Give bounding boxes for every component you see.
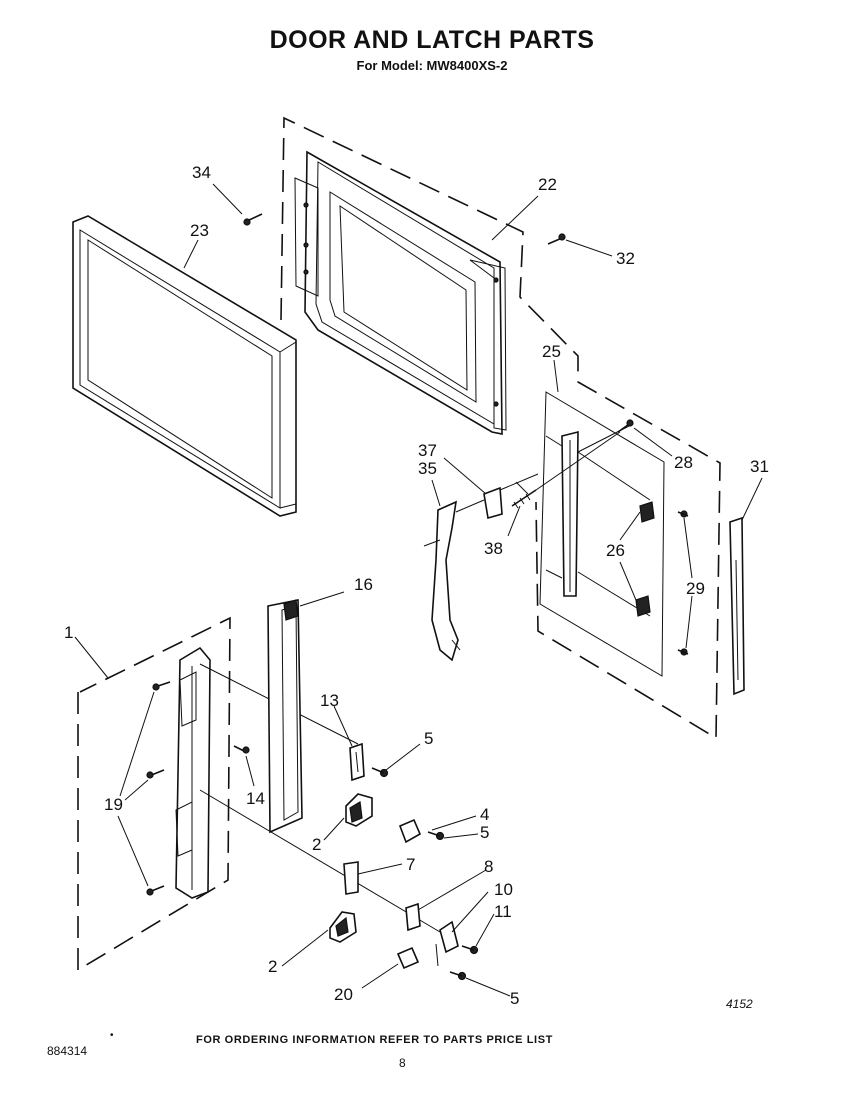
callout-25: 25 [542, 342, 561, 361]
callout-20: 20 [334, 985, 353, 1004]
screw-19-top [152, 681, 171, 691]
callout-5-lower: 5 [510, 989, 519, 1008]
callout-2-lower: 2 [268, 957, 277, 976]
seal-strip-31 [729, 516, 745, 696]
screw-11 [461, 945, 479, 955]
callout-2-upper: 2 [312, 835, 321, 854]
cover-plate-16 [267, 599, 303, 834]
latch-hook-37 [455, 473, 539, 520]
switch-4 [398, 818, 422, 844]
callout-23: 23 [190, 221, 209, 240]
callout-29: 29 [686, 579, 705, 598]
page-title: DOOR AND LATCH PARTS [269, 26, 595, 54]
callout-35: 35 [418, 459, 437, 478]
callout-34: 34 [192, 163, 211, 182]
figure-number: 4152 [726, 997, 753, 1011]
screw-34 [243, 213, 263, 226]
actuator-2-upper [345, 793, 373, 827]
callout-5-middle: 5 [480, 823, 489, 842]
callout-13: 13 [320, 691, 339, 710]
bracket-10 [435, 920, 459, 967]
callout-5-upper: 5 [424, 729, 433, 748]
actuator-2-lower [329, 911, 357, 943]
callout-1: 1 [64, 623, 73, 642]
clip-26-upper [639, 501, 655, 523]
clip-26-lower [635, 595, 651, 617]
latch-lever-35 [423, 500, 461, 662]
switch-8 [405, 902, 421, 932]
document-number: 884314 [47, 1044, 88, 1058]
callout-38: 38 [484, 539, 503, 558]
screw-5-lower [449, 971, 467, 981]
screw-28 [617, 419, 634, 433]
switch-13 [349, 742, 365, 782]
callout-7: 7 [406, 855, 415, 874]
lower-assembly-outline [77, 616, 231, 972]
screw-29-upper [677, 510, 689, 518]
latch-housing-1 [175, 646, 441, 933]
callout-14: 14 [246, 789, 265, 808]
inner-door-panel-22 [294, 150, 507, 435]
callout-26: 26 [606, 541, 625, 560]
switch-20 [396, 946, 420, 970]
callout-28: 28 [674, 453, 693, 472]
callout-16: 16 [354, 575, 373, 594]
callout-10: 10 [494, 880, 513, 899]
callout-32: 32 [616, 249, 635, 268]
callout-4: 4 [480, 805, 489, 824]
choke-frame-25 [539, 391, 665, 677]
screw-19-bottom [146, 885, 165, 896]
screw-14 [233, 745, 250, 754]
latch-axis-line [535, 431, 621, 491]
page-number: 8 [399, 1056, 406, 1070]
ordering-information: FOR ORDERING INFORMATION REFER TO PARTS … [196, 1034, 553, 1046]
callout-11: 11 [494, 902, 512, 921]
leader-lines [74, 183, 763, 997]
screw-5-middle [427, 831, 445, 841]
latch-spring-38 [511, 489, 537, 509]
footer-bullet: • [110, 1030, 114, 1041]
callout-8: 8 [484, 857, 493, 876]
door-frame-panel-23 [72, 215, 297, 517]
spacer-7 [343, 861, 359, 895]
screw-5-upper [371, 767, 389, 778]
callout-22: 22 [538, 175, 557, 194]
upper-assembly-outline [280, 116, 721, 740]
model-subtitle: For Model: MW8400XS-2 [356, 58, 508, 73]
callout-31: 31 [750, 457, 769, 476]
callout-37: 37 [418, 441, 437, 460]
screw-32 [547, 233, 566, 245]
screw-19-middle [146, 769, 165, 779]
screw-29-lower [677, 648, 689, 656]
callout-19: 19 [104, 795, 123, 814]
